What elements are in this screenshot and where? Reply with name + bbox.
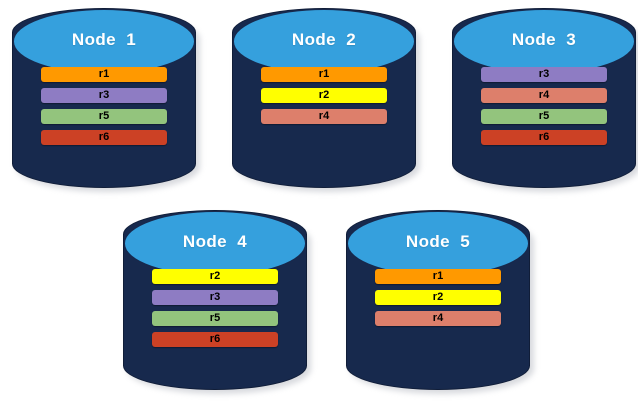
replica-bar-r4[interactable]: r4 bbox=[481, 88, 607, 104]
node-label: Node 2 bbox=[291, 30, 357, 50]
replica-bar-r3[interactable]: r3 bbox=[481, 67, 607, 83]
replica-bar-r5[interactable]: r5 bbox=[152, 311, 278, 327]
node-label: Node 5 bbox=[405, 232, 471, 252]
replica-bar-r4[interactable]: r4 bbox=[375, 311, 501, 327]
replica-bar-r6[interactable]: r6 bbox=[41, 130, 167, 146]
node-cylinder-4[interactable]: Node 4 r2 r3 r5 r6 bbox=[123, 210, 311, 394]
node-top-ellipse bbox=[453, 9, 635, 74]
replica-bar-r5[interactable]: r5 bbox=[41, 109, 167, 125]
replica-bar-r6[interactable]: r6 bbox=[481, 130, 607, 146]
node-cylinder-2[interactable]: Node 2 r1 r2 r4 bbox=[232, 8, 420, 192]
replica-bar-r2[interactable]: r2 bbox=[152, 269, 278, 285]
node-label: Node 4 bbox=[182, 232, 248, 252]
replica-bar-r4[interactable]: r4 bbox=[261, 109, 387, 125]
node-cylinder-3[interactable]: Node 3 r3 r4 r5 r6 bbox=[452, 8, 638, 192]
replica-stack: r1 r3 r5 r6 bbox=[41, 67, 167, 146]
replica-bar-r1[interactable]: r1 bbox=[375, 269, 501, 285]
node-top-ellipse bbox=[347, 211, 529, 276]
node-label: Node 1 bbox=[71, 30, 137, 50]
replica-bar-r3[interactable]: r3 bbox=[41, 88, 167, 104]
replica-stack: r1 r2 r4 bbox=[375, 269, 501, 327]
replica-bar-r1[interactable]: r1 bbox=[41, 67, 167, 83]
replica-bar-r3[interactable]: r3 bbox=[152, 290, 278, 306]
replica-stack: r3 r4 r5 r6 bbox=[481, 67, 607, 146]
node-top-ellipse bbox=[124, 211, 306, 276]
node-label: Node 3 bbox=[511, 30, 577, 50]
replica-bar-r5[interactable]: r5 bbox=[481, 109, 607, 125]
node-cylinder-1[interactable]: Node 1 r1 r3 r5 r6 bbox=[12, 8, 200, 192]
node-cylinder-5[interactable]: Node 5 r1 r2 r4 bbox=[346, 210, 534, 394]
replica-bar-r6[interactable]: r6 bbox=[152, 332, 278, 348]
replica-stack: r1 r2 r4 bbox=[261, 67, 387, 125]
replica-bar-r2[interactable]: r2 bbox=[375, 290, 501, 306]
replica-bar-r2[interactable]: r2 bbox=[261, 88, 387, 104]
replica-stack: r2 r3 r5 r6 bbox=[152, 269, 278, 348]
replica-bar-r1[interactable]: r1 bbox=[261, 67, 387, 83]
